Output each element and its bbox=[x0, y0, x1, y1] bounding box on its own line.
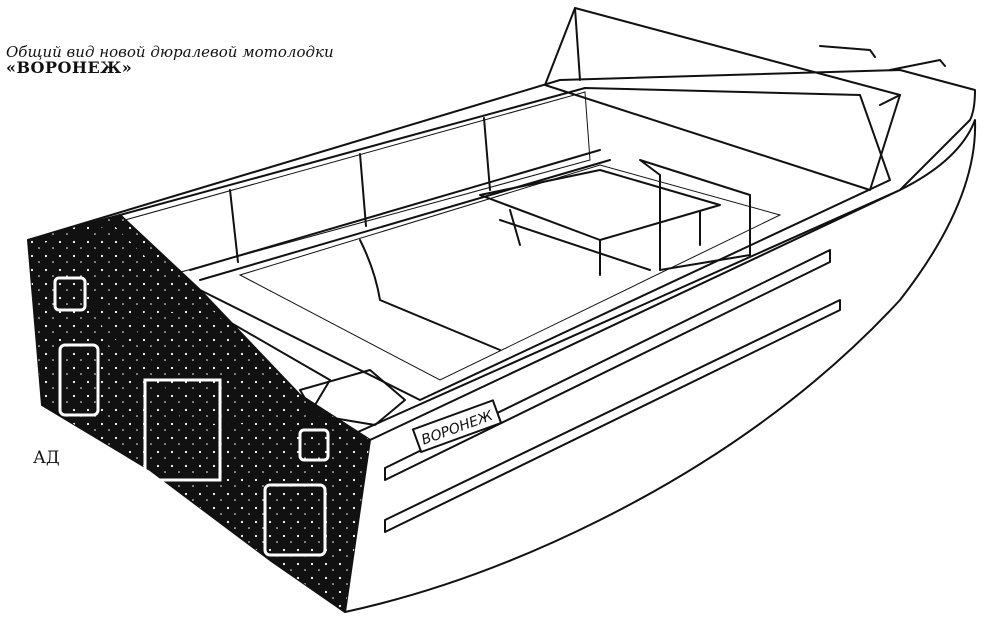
left-corner-deck bbox=[39, 224, 151, 346]
bow-handrail bbox=[819, 45, 946, 71]
motor-well bbox=[129, 304, 331, 431]
caption-line-1: Общий вид новой дюралевой мотолодки bbox=[6, 43, 334, 61]
seat-back bbox=[639, 159, 751, 271]
figure-caption: Общий вид новой дюралевой мотолодки «ВОР… bbox=[6, 44, 334, 76]
grab-rail bbox=[189, 149, 601, 271]
transom-cutouts bbox=[53, 276, 330, 557]
hull-rail-upper bbox=[384, 249, 831, 481]
hull-rail-lower bbox=[384, 299, 841, 533]
inner-wall bbox=[124, 91, 591, 276]
seat-bench bbox=[479, 169, 721, 241]
hull-side bbox=[339, 119, 977, 613]
wall-ribs bbox=[229, 117, 491, 263]
artist-signature: АД bbox=[33, 448, 60, 468]
right-corner-deck bbox=[299, 369, 406, 426]
gunwale bbox=[27, 69, 976, 441]
caption-line-2: «ВОРОНЕЖ» bbox=[6, 58, 133, 77]
floor-boards bbox=[238, 164, 782, 381]
